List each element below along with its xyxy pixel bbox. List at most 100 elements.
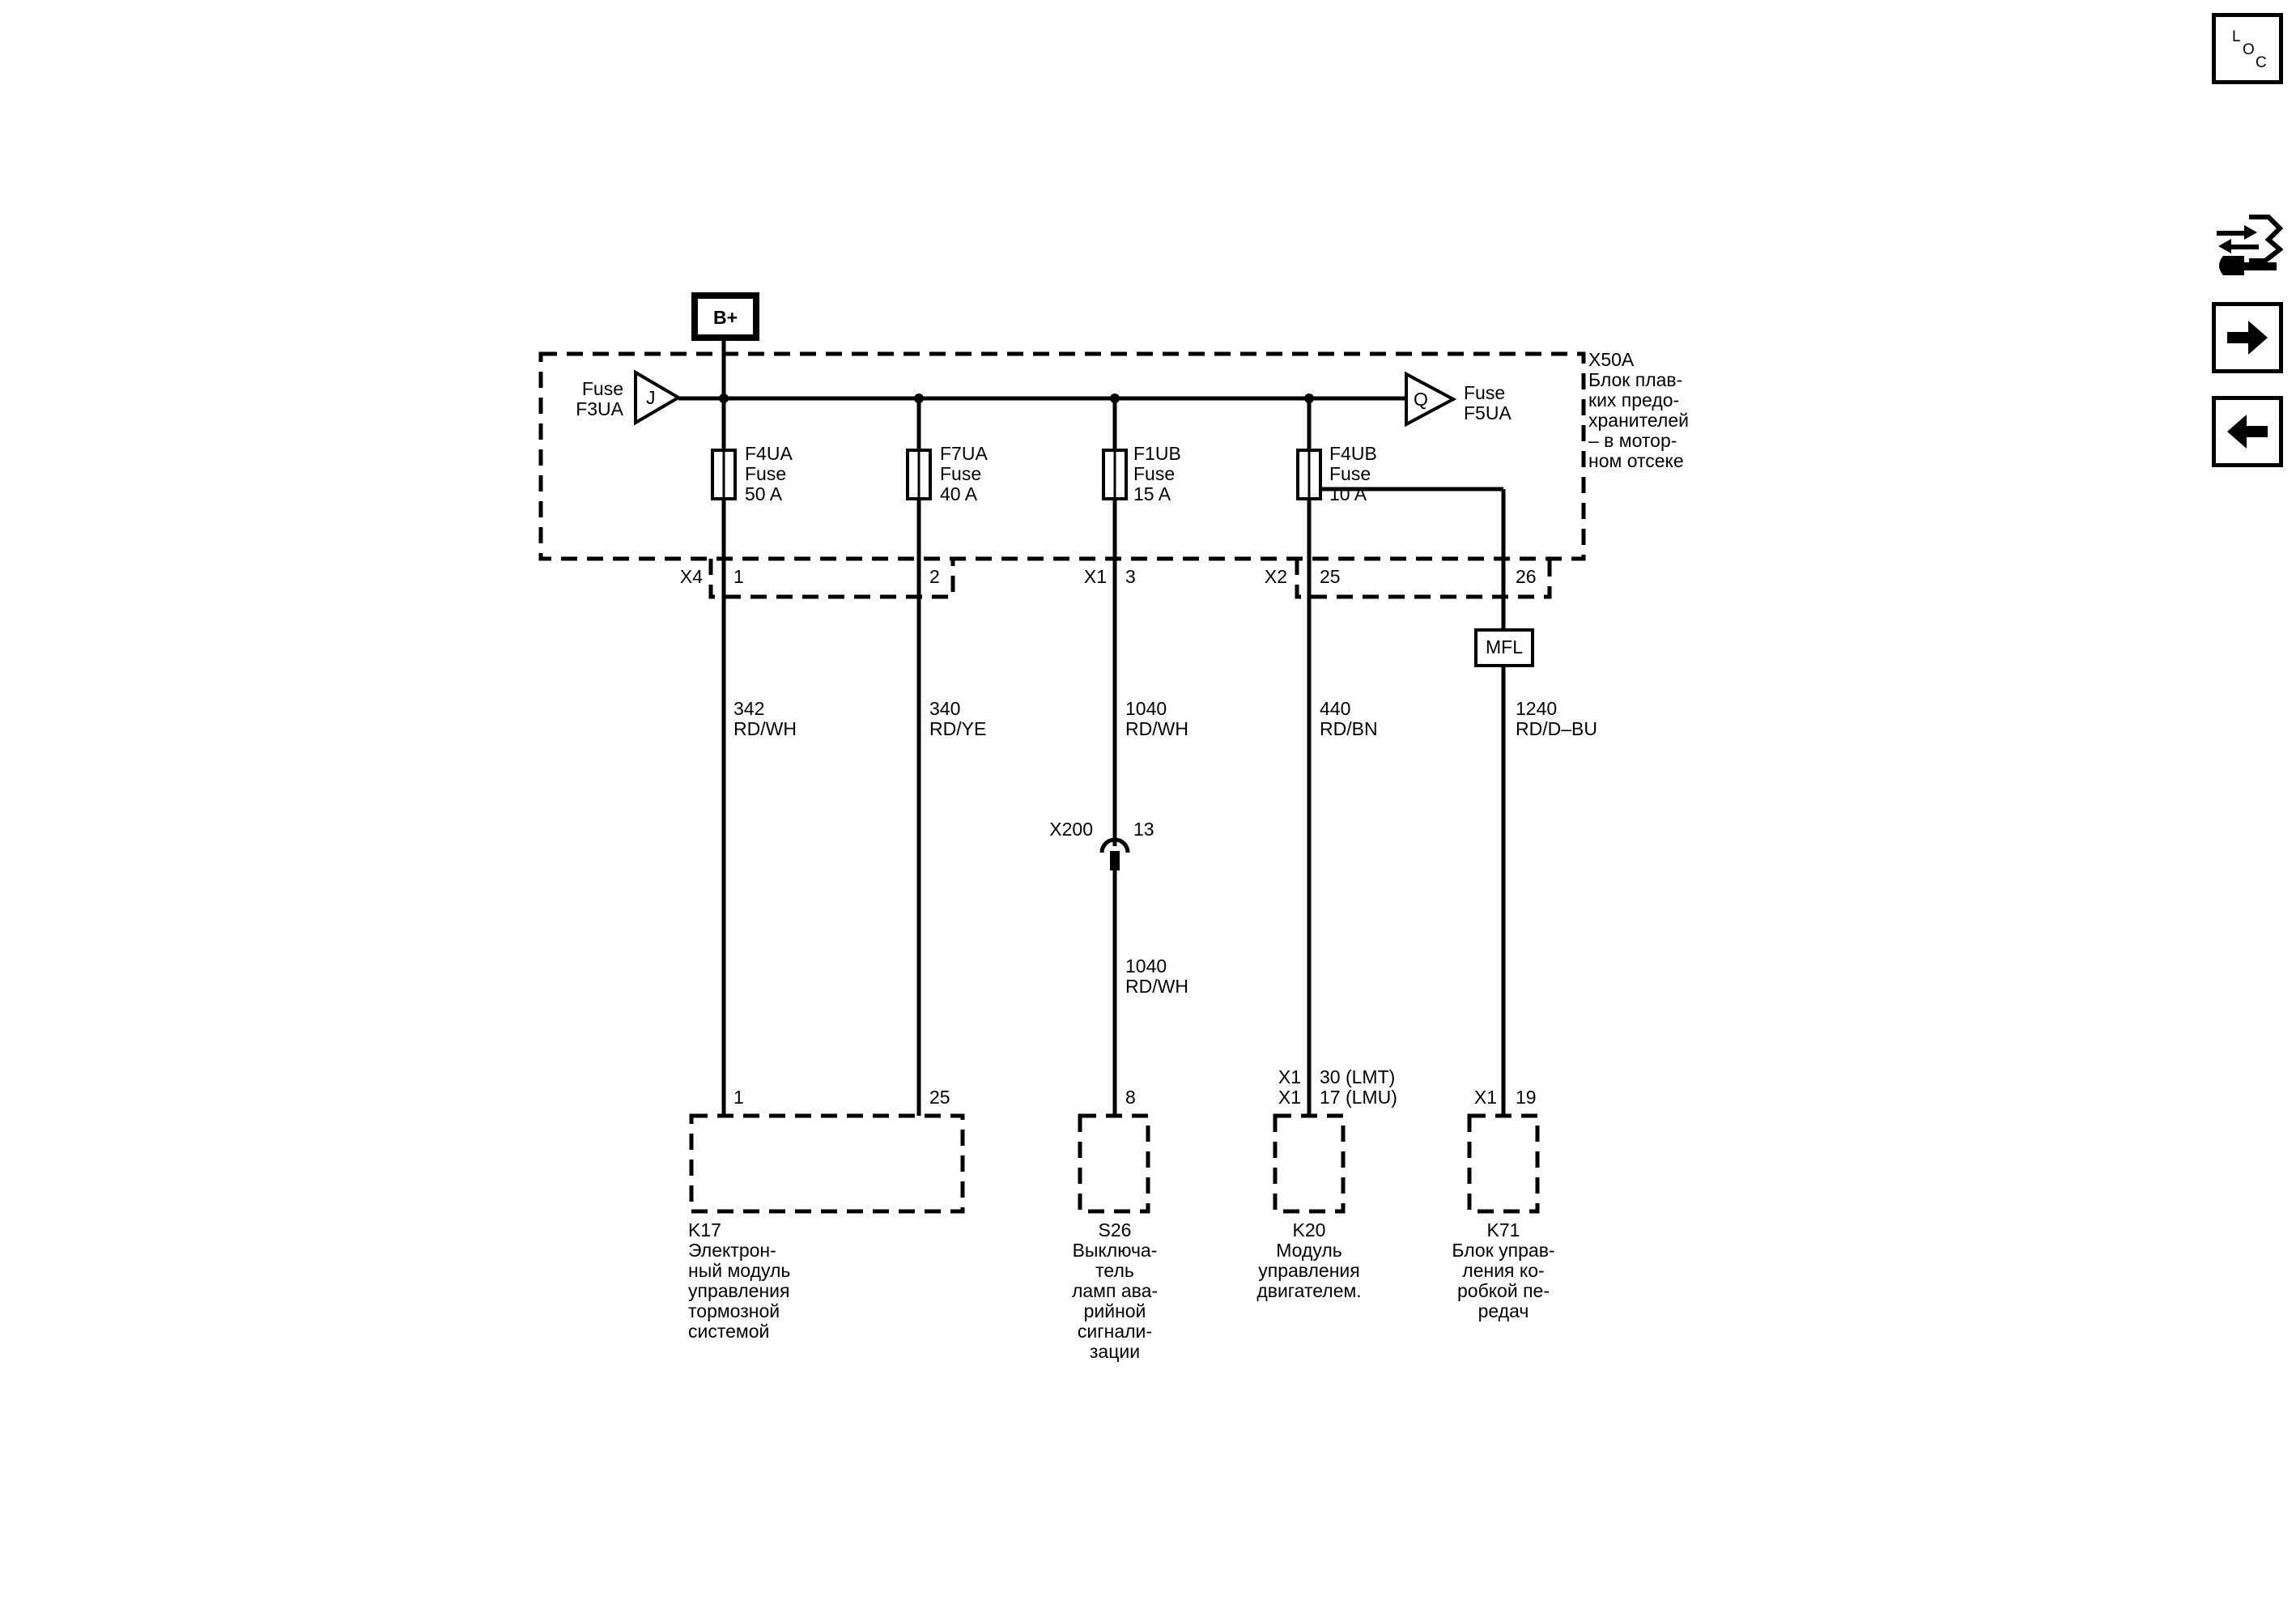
- svg-text:X200: X200: [1049, 819, 1093, 840]
- svg-text:40 A: 40 A: [940, 483, 978, 504]
- ref-j-letter: J: [646, 387, 656, 408]
- svg-text:K71: K71: [1487, 1219, 1520, 1240]
- svg-text:зации: зации: [1090, 1341, 1140, 1362]
- fuse-f5ua-reference: Q Fuse F5UA: [1405, 371, 1512, 428]
- svg-text:1: 1: [733, 566, 744, 587]
- connector-x1: X1 3: [1084, 566, 1136, 587]
- svg-text:Fuse: Fuse: [1329, 463, 1371, 484]
- fuse-block-label: X50A Блок плав- ких предо- хранителей – …: [1588, 349, 1689, 471]
- svg-text:2: 2: [929, 566, 940, 587]
- svg-text:10 A: 10 A: [1329, 483, 1367, 504]
- svg-text:340: 340: [929, 698, 960, 719]
- location-button[interactable]: L O C: [2212, 13, 2283, 84]
- svg-text:RD/WH: RD/WH: [733, 718, 797, 739]
- svg-text:управления: управления: [1258, 1260, 1359, 1281]
- component-k71: K71 Блок управ- ления ко- робкой пе- ред…: [1452, 1113, 1555, 1321]
- k20-pin-lmt: 30 (LMT): [1320, 1066, 1395, 1087]
- svg-text:1040: 1040: [1125, 955, 1167, 977]
- fuse-f1ub: F1UB Fuse 15 A: [1102, 443, 1181, 504]
- connector-x2: X2 25 26: [1265, 559, 1552, 599]
- svg-text:26: 26: [1516, 566, 1537, 587]
- svg-text:рийной: рийной: [1084, 1300, 1146, 1321]
- ref-j-label-2: F3UA: [576, 398, 623, 419]
- svg-text:O: O: [2243, 41, 2255, 58]
- svg-text:440: 440: [1320, 698, 1350, 719]
- k17-pin-1: 1: [733, 1087, 744, 1108]
- previous-page-button[interactable]: [2212, 396, 2283, 467]
- connector-wrench-icon: [2217, 215, 2283, 275]
- power-label: B+: [713, 307, 738, 328]
- k71-conn: X1: [1474, 1087, 1497, 1108]
- svg-text:X4: X4: [680, 566, 703, 587]
- svg-text:ких предо-: ких предо-: [1588, 389, 1679, 411]
- k71-pin-19: 19: [1516, 1087, 1537, 1108]
- arrow-right-icon: [2227, 321, 2268, 355]
- wire-label-342: 342 RD/WH: [733, 698, 797, 739]
- ref-j-label-1: Fuse: [582, 378, 623, 399]
- wire-label-1240: 1240 RD/D–BU: [1516, 698, 1597, 739]
- svg-text:ламп ава-: ламп ава-: [1072, 1280, 1158, 1301]
- fuse-f4ub: F4UB Fuse 10 A: [1296, 443, 1377, 504]
- svg-text:RD/D–BU: RD/D–BU: [1516, 718, 1597, 739]
- wire-label-340: 340 RD/YE: [929, 698, 986, 739]
- connector-x4: X4 1 2: [680, 559, 955, 599]
- svg-text:двигателем.: двигателем.: [1256, 1280, 1361, 1301]
- svg-text:K20: K20: [1293, 1219, 1326, 1240]
- svg-text:RD/WH: RD/WH: [1125, 976, 1188, 997]
- mfl-label-box: MFL: [1474, 628, 1534, 667]
- svg-text:F4UB: F4UB: [1329, 443, 1377, 464]
- svg-text:F4UA: F4UA: [745, 443, 793, 464]
- ref-q-label-2: F5UA: [1464, 402, 1512, 423]
- svg-text:RD/YE: RD/YE: [929, 718, 986, 739]
- k20-conn-1: X1: [1278, 1066, 1301, 1087]
- k17-pin-25: 25: [929, 1087, 950, 1108]
- wire-label-1040-after: 1040 RD/WH: [1125, 955, 1188, 997]
- fuse-f7ua: F7UA Fuse 40 A: [906, 443, 988, 504]
- ref-q-letter: Q: [1414, 389, 1428, 410]
- svg-text:Fuse: Fuse: [1133, 463, 1175, 484]
- svg-text:робкой пе-: робкой пе-: [1457, 1280, 1550, 1301]
- svg-text:X1: X1: [1084, 566, 1107, 587]
- fuse-f4ua: F4UA Fuse 50 A: [711, 443, 793, 504]
- svg-text:RD/BN: RD/BN: [1320, 718, 1378, 739]
- svg-text:– в мотор-: – в мотор-: [1588, 430, 1677, 451]
- svg-text:ления ко-: ления ко-: [1462, 1260, 1544, 1281]
- svg-text:MFL: MFL: [1486, 636, 1523, 657]
- next-page-button[interactable]: [2212, 302, 2283, 373]
- svg-text:тель: тель: [1095, 1260, 1134, 1281]
- wire-label-1040: 1040 RD/WH: [1125, 698, 1188, 739]
- svg-text:1040: 1040: [1125, 698, 1167, 719]
- battery-positive-source: B+: [691, 292, 759, 341]
- component-s26: S26 Выключа- тель ламп ава- рийной сигна…: [1072, 1113, 1158, 1362]
- svg-text:Блок плав-: Блок плав-: [1588, 369, 1682, 390]
- svg-text:управления: управления: [688, 1280, 789, 1301]
- svg-text:K17: K17: [688, 1219, 721, 1240]
- svg-text:342: 342: [733, 698, 764, 719]
- svg-text:редач: редач: [1478, 1300, 1529, 1321]
- wire-label-440: 440 RD/BN: [1320, 698, 1378, 739]
- svg-text:F7UA: F7UA: [940, 443, 988, 464]
- svg-text:ном отсеке: ном отсеке: [1588, 450, 1684, 471]
- ref-q-label-1: Fuse: [1464, 382, 1505, 403]
- svg-text:Fuse: Fuse: [745, 463, 786, 484]
- inline-connector-x200: X200 13: [1049, 819, 1154, 870]
- svg-text:3: 3: [1125, 566, 1136, 587]
- svg-text:L: L: [2232, 28, 2241, 45]
- connector-info-button[interactable]: [2212, 202, 2283, 275]
- svg-text:13: 13: [1133, 819, 1154, 840]
- svg-text:RD/WH: RD/WH: [1125, 718, 1188, 739]
- svg-text:C: C: [2256, 54, 2267, 71]
- svg-text:хранителей: хранителей: [1588, 410, 1689, 431]
- svg-text:S26: S26: [1099, 1219, 1132, 1240]
- svg-text:15 A: 15 A: [1133, 483, 1171, 504]
- fuse-f3ua-reference: J Fuse F3UA: [576, 369, 682, 426]
- svg-text:Выключа-: Выключа-: [1073, 1240, 1158, 1261]
- svg-text:ный модуль: ный модуль: [688, 1260, 790, 1281]
- svg-text:50 A: 50 A: [745, 483, 783, 504]
- svg-text:Электрон-: Электрон-: [688, 1240, 776, 1261]
- arrow-left-icon: [2227, 415, 2268, 449]
- component-k17: K17 Электрон- ный модуль управления торм…: [688, 1113, 965, 1342]
- k20-pin-lmu: 17 (LMU): [1320, 1087, 1397, 1108]
- svg-text:Модуль: Модуль: [1276, 1240, 1342, 1261]
